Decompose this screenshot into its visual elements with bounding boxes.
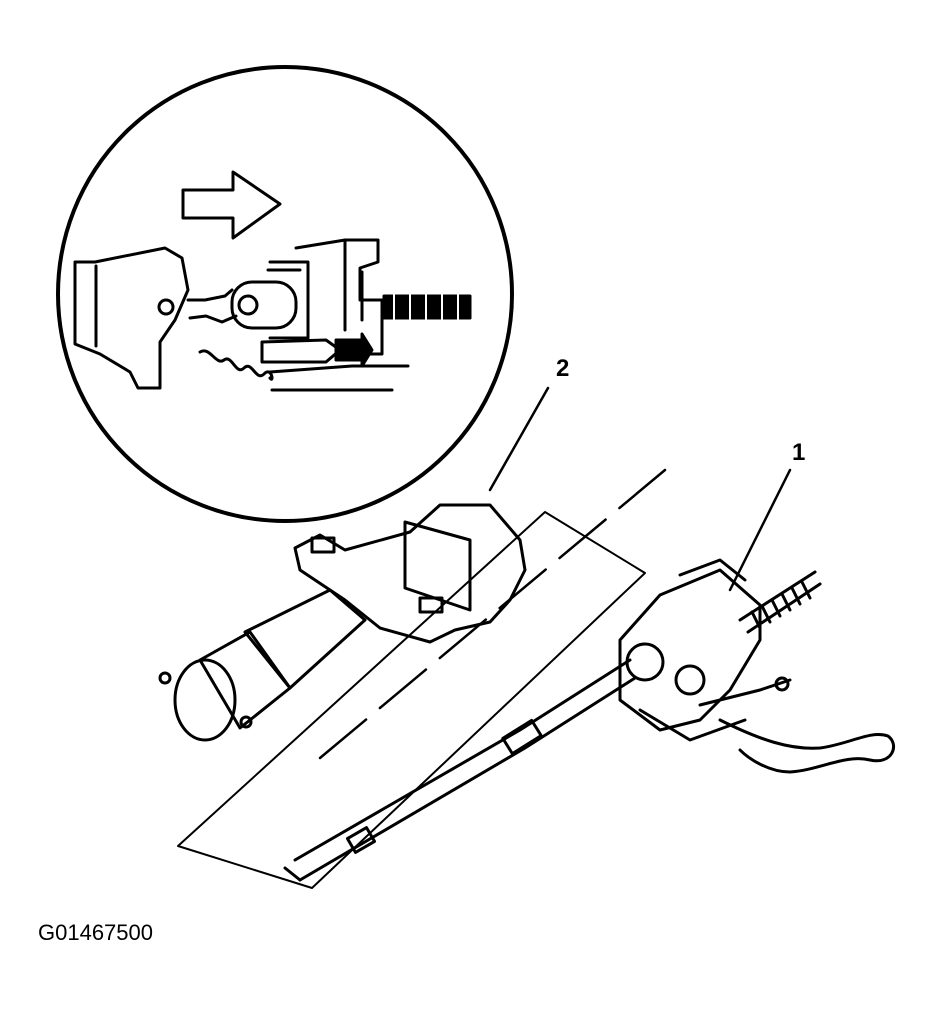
lock-housing [73,246,238,390]
upper-shaft [738,570,822,634]
callout-1-label: 1 [792,439,805,466]
release-lever [260,332,410,392]
mounting-plane [177,511,646,889]
callout-leader-2 [488,386,550,492]
bolt [382,291,472,323]
callout-leader-1 [728,468,792,592]
steering-column [158,468,895,889]
direction-arrow-icon [181,170,282,240]
intermediate-shaft [283,658,637,882]
callout-2-label: 2 [556,355,569,382]
bracket-flange [403,520,472,612]
pivot-linkage [230,238,384,356]
bracket-mount-hole [310,536,336,554]
upper-bracket [293,503,527,644]
inset-circle [56,65,514,523]
lower-flange [173,658,237,742]
figure-id: G01467500 [38,920,153,945]
centerline [318,468,667,760]
column-jacket [243,588,367,690]
lock-assembly [618,558,792,742]
detail-inset [56,65,514,523]
wiring-lead [718,718,895,774]
spring [198,349,274,381]
